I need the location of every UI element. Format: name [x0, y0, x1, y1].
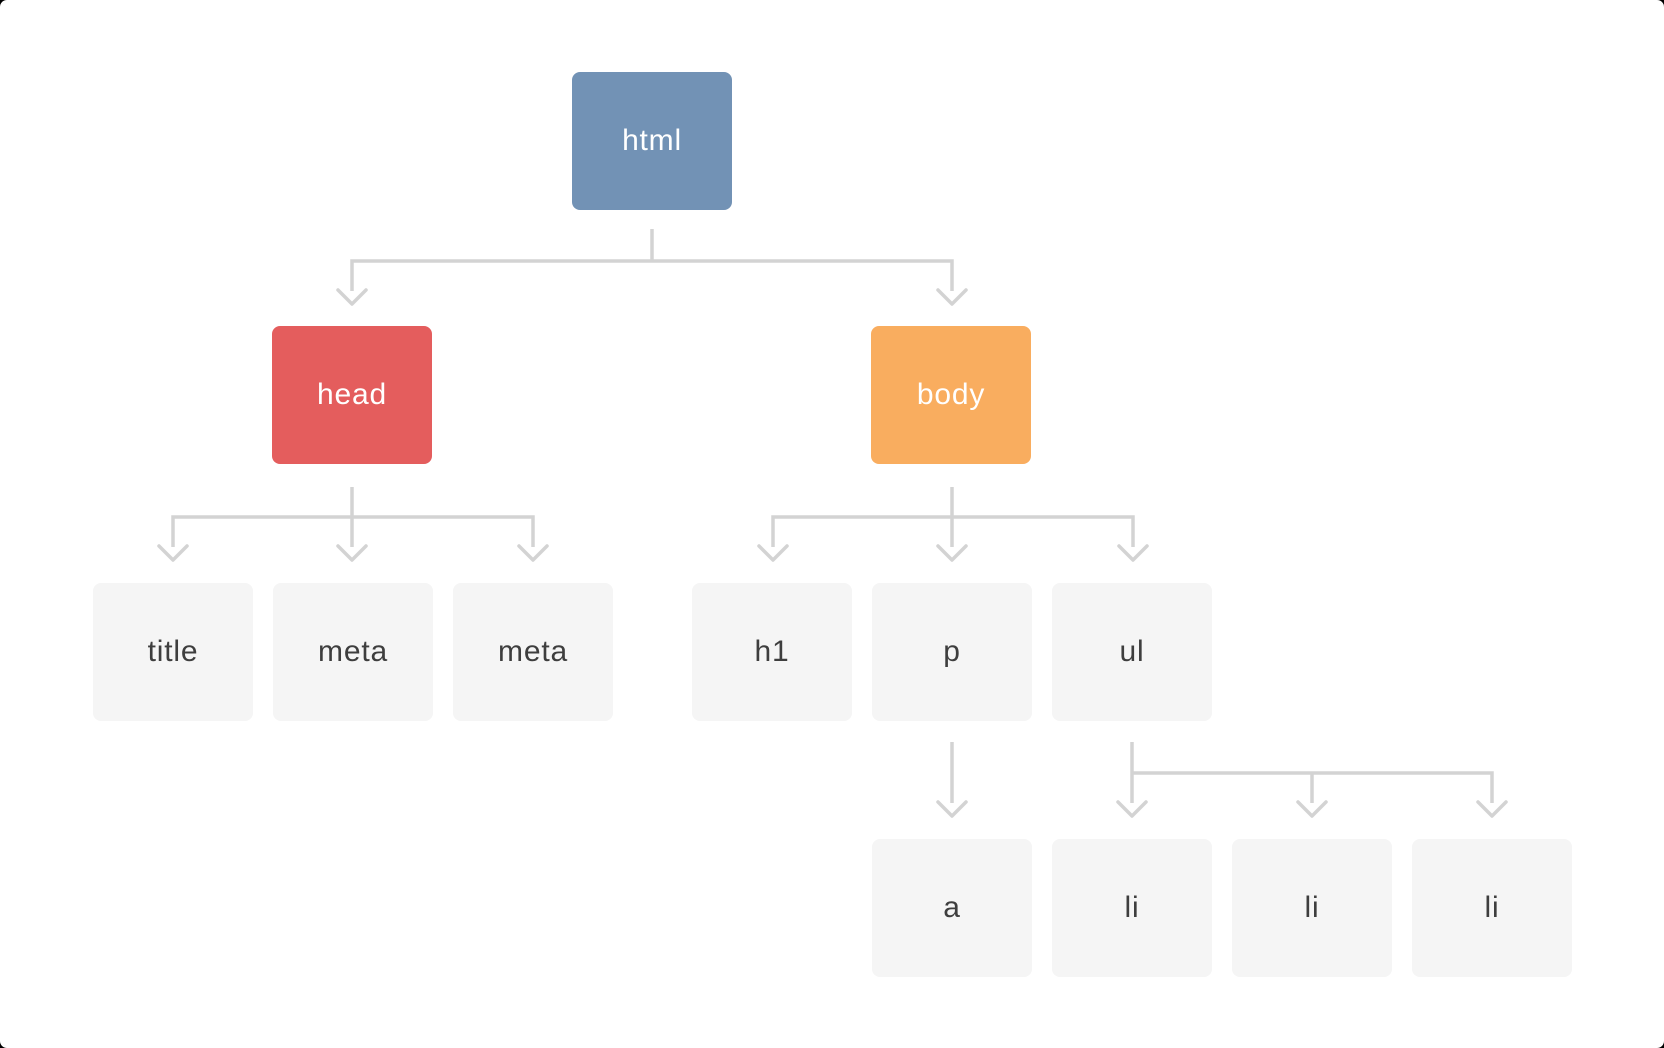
- connector-head-to-children: [157, 487, 549, 562]
- node-meta-1: meta: [273, 583, 433, 721]
- node-li-3: li: [1412, 839, 1572, 977]
- node-body: body: [871, 326, 1031, 464]
- connector-rail: [1132, 771, 1494, 803]
- node-li-2: li: [1232, 839, 1392, 977]
- arrow-down-icon: [1117, 544, 1149, 562]
- connector-body-to-children: [757, 487, 1149, 562]
- node-li-1-label: li: [1124, 891, 1140, 924]
- node-meta-2-label: meta: [498, 635, 568, 668]
- node-meta-2: meta: [453, 583, 613, 721]
- node-head-label: head: [317, 378, 387, 411]
- node-head: head: [272, 326, 432, 464]
- node-li-3-label: li: [1484, 891, 1500, 924]
- node-title-label: title: [147, 635, 199, 668]
- arrow-down-icon: [936, 288, 968, 306]
- arrow-down-icon: [336, 288, 368, 306]
- connector-rail: [771, 515, 1135, 547]
- connector-rail: [350, 259, 954, 291]
- arrow-down-icon: [1296, 800, 1328, 818]
- node-li-1: li: [1052, 839, 1212, 977]
- arrow-down-icon: [936, 800, 968, 818]
- node-body-label: body: [916, 378, 986, 411]
- connector-html-to-children: [336, 229, 968, 306]
- node-html: html: [572, 72, 732, 210]
- node-h1-label: h1: [754, 635, 790, 668]
- node-ul: ul: [1052, 583, 1212, 721]
- node-a-label: a: [943, 891, 961, 924]
- node-ul-label: ul: [1119, 635, 1145, 668]
- connector-rail: [171, 515, 535, 547]
- node-meta-1-label: meta: [318, 635, 388, 668]
- node-p: p: [872, 583, 1032, 721]
- arrow-down-icon: [157, 544, 189, 562]
- node-p-label: p: [943, 635, 961, 668]
- node-title: title: [93, 583, 253, 721]
- connector-p-to-a: [936, 742, 968, 818]
- arrow-down-icon: [517, 544, 549, 562]
- connector-ul-to-children: [1116, 742, 1508, 818]
- arrow-down-icon: [757, 544, 789, 562]
- node-a: a: [872, 839, 1032, 977]
- node-li-2-label: li: [1304, 891, 1320, 924]
- arrow-down-icon: [936, 544, 968, 562]
- node-h1: h1: [692, 583, 852, 721]
- arrow-down-icon: [1476, 800, 1508, 818]
- arrow-down-icon: [336, 544, 368, 562]
- arrow-down-icon: [1116, 800, 1148, 818]
- node-html-label: html: [622, 124, 682, 157]
